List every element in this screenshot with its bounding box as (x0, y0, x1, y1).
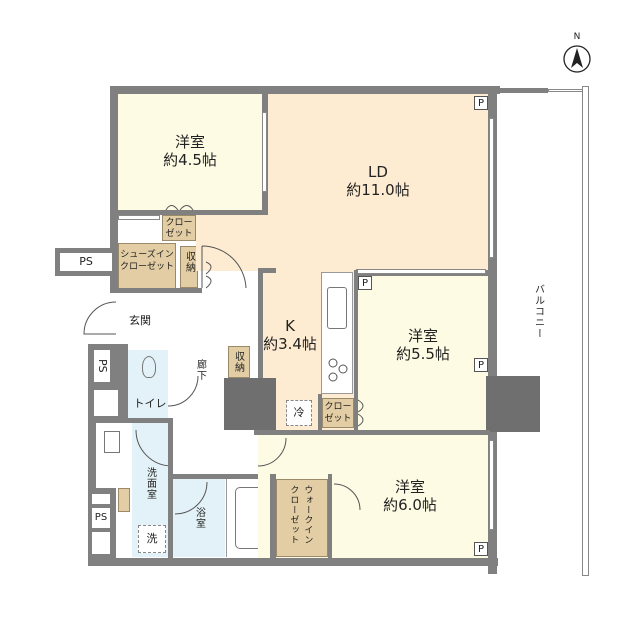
ld-window (489, 118, 494, 258)
room-size: 約4.5帖 (163, 151, 217, 169)
entrance-door-icon (83, 301, 117, 335)
washroom-door-icon (135, 429, 173, 467)
room-name: LD (368, 163, 388, 181)
walk-in-closet-label-2: クローゼット (288, 485, 299, 545)
storage-2[interactable]: 収納 (228, 346, 250, 378)
outer-wall-top (110, 86, 500, 94)
room-name: 洋室 (407, 327, 438, 345)
outer-wall-left-upper (110, 86, 118, 286)
living-dining[interactable]: LD 約11.0帖 (268, 94, 488, 270)
ps-shaft-2: PS (94, 350, 110, 382)
western-room-5-5[interactable]: 洋室 約5.5帖 (358, 276, 488, 430)
closet-door-icon (165, 205, 194, 211)
room-size: 約11.0帖 (346, 181, 410, 199)
entrance[interactable]: 玄関 (118, 293, 162, 343)
outer-wall-right (488, 86, 497, 574)
structural-column (224, 378, 276, 430)
bathroom-door-icon (174, 481, 208, 515)
kitchen-counter (321, 272, 353, 394)
bathroom[interactable]: 浴室 (173, 479, 225, 557)
compass: N (562, 32, 592, 74)
interior-window (262, 112, 267, 192)
sink-icon (327, 287, 347, 329)
closet-door-icon (357, 399, 364, 427)
toilet[interactable]: トイレ (128, 350, 168, 418)
pipe-p-1: P (474, 96, 488, 110)
balcony-label: バルコニー (532, 284, 544, 339)
washer-space: 洗 (138, 525, 166, 553)
hallway[interactable]: 廊下 (168, 293, 224, 473)
pipe-p-4: P (474, 542, 488, 556)
outer-wall-bottom (88, 558, 498, 566)
pipe-p-3: P (474, 358, 488, 372)
shoes-in-closet[interactable]: シューズイン クローゼット (118, 243, 176, 289)
washbasin-area (96, 423, 132, 487)
balcony-area: バルコニー (498, 86, 589, 576)
room-6-window (489, 440, 494, 530)
room-name: 洋室 (394, 478, 425, 496)
toilet-bowl-icon (142, 356, 156, 378)
compass-north-label: N (573, 32, 581, 42)
room-door-icon (257, 437, 287, 467)
western-room-4-5[interactable]: 洋室 約4.5帖 (118, 94, 262, 210)
north-arrow-icon (563, 45, 591, 73)
structural-column-right (486, 376, 540, 432)
ps-shaft-3: PS (92, 508, 110, 528)
room-name: 洋室 (174, 133, 205, 151)
room-size: 約5.5帖 (396, 345, 450, 363)
outer-wall-left-lower (88, 344, 96, 566)
double-door-icon (201, 245, 247, 289)
pipe-p-2: P (358, 276, 372, 290)
walk-in-door-icon (333, 483, 361, 511)
room-name: K (285, 317, 295, 335)
stove-icon (328, 358, 348, 382)
pipe-strip (118, 215, 160, 220)
closet-2[interactable]: クロー ゼット (322, 398, 354, 428)
closet-1[interactable]: クロー ゼット (162, 215, 196, 241)
washroom-storage (118, 488, 130, 512)
walk-in-closet-label-1: ウォークイン (302, 485, 313, 545)
room-size: 約3.4帖 (263, 335, 317, 353)
refrigerator-space: 冷 (286, 400, 312, 426)
room-size: 約6.0帖 (383, 496, 437, 514)
ps-shaft-1: PS (60, 253, 112, 271)
toilet-door-icon (167, 375, 199, 407)
